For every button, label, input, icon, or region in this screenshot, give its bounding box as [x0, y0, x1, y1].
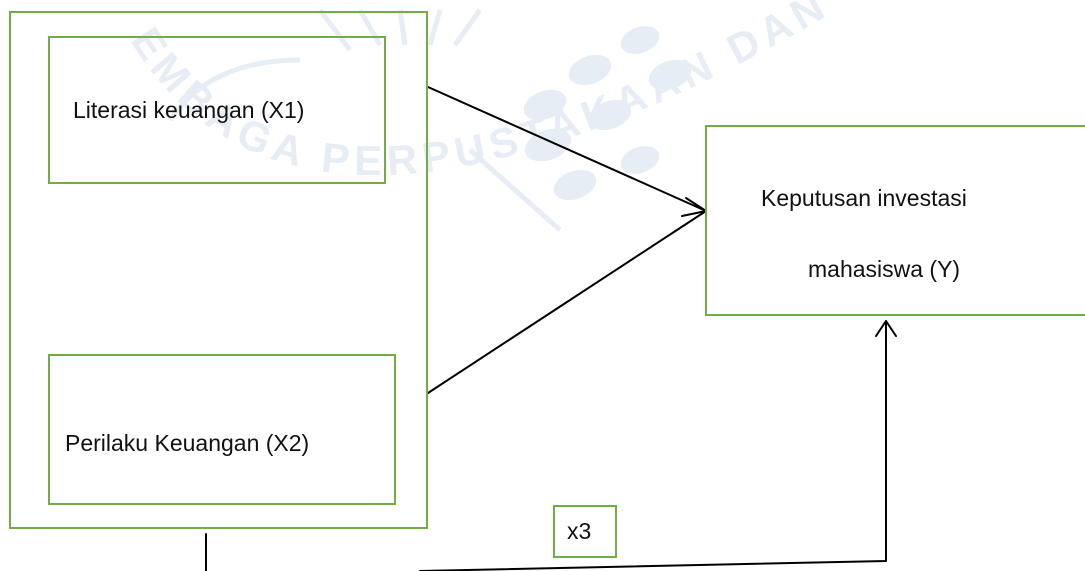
arrow-x1-to-y [427, 86, 707, 212]
node-x1-box [48, 36, 386, 184]
arrowhead-x3-into-y [875, 320, 897, 337]
node-y-box [705, 125, 1085, 316]
node-y-label-line2: mahasiswa (Y) [808, 256, 961, 282]
node-y-label-line1: Keputusan investasi [761, 185, 967, 211]
node-x1-label: Literasi keuangan (X1) [73, 97, 305, 123]
node-x3-label: x3 [567, 518, 592, 544]
arrow-x2-to-y [427, 210, 707, 394]
node-x2-box [48, 354, 396, 505]
arrow-x3-to-y [419, 320, 887, 571]
node-x2-label: Perilaku Keuangan (X2) [65, 430, 310, 456]
node-x3-box [553, 505, 617, 558]
independent-variables-group [9, 11, 428, 529]
